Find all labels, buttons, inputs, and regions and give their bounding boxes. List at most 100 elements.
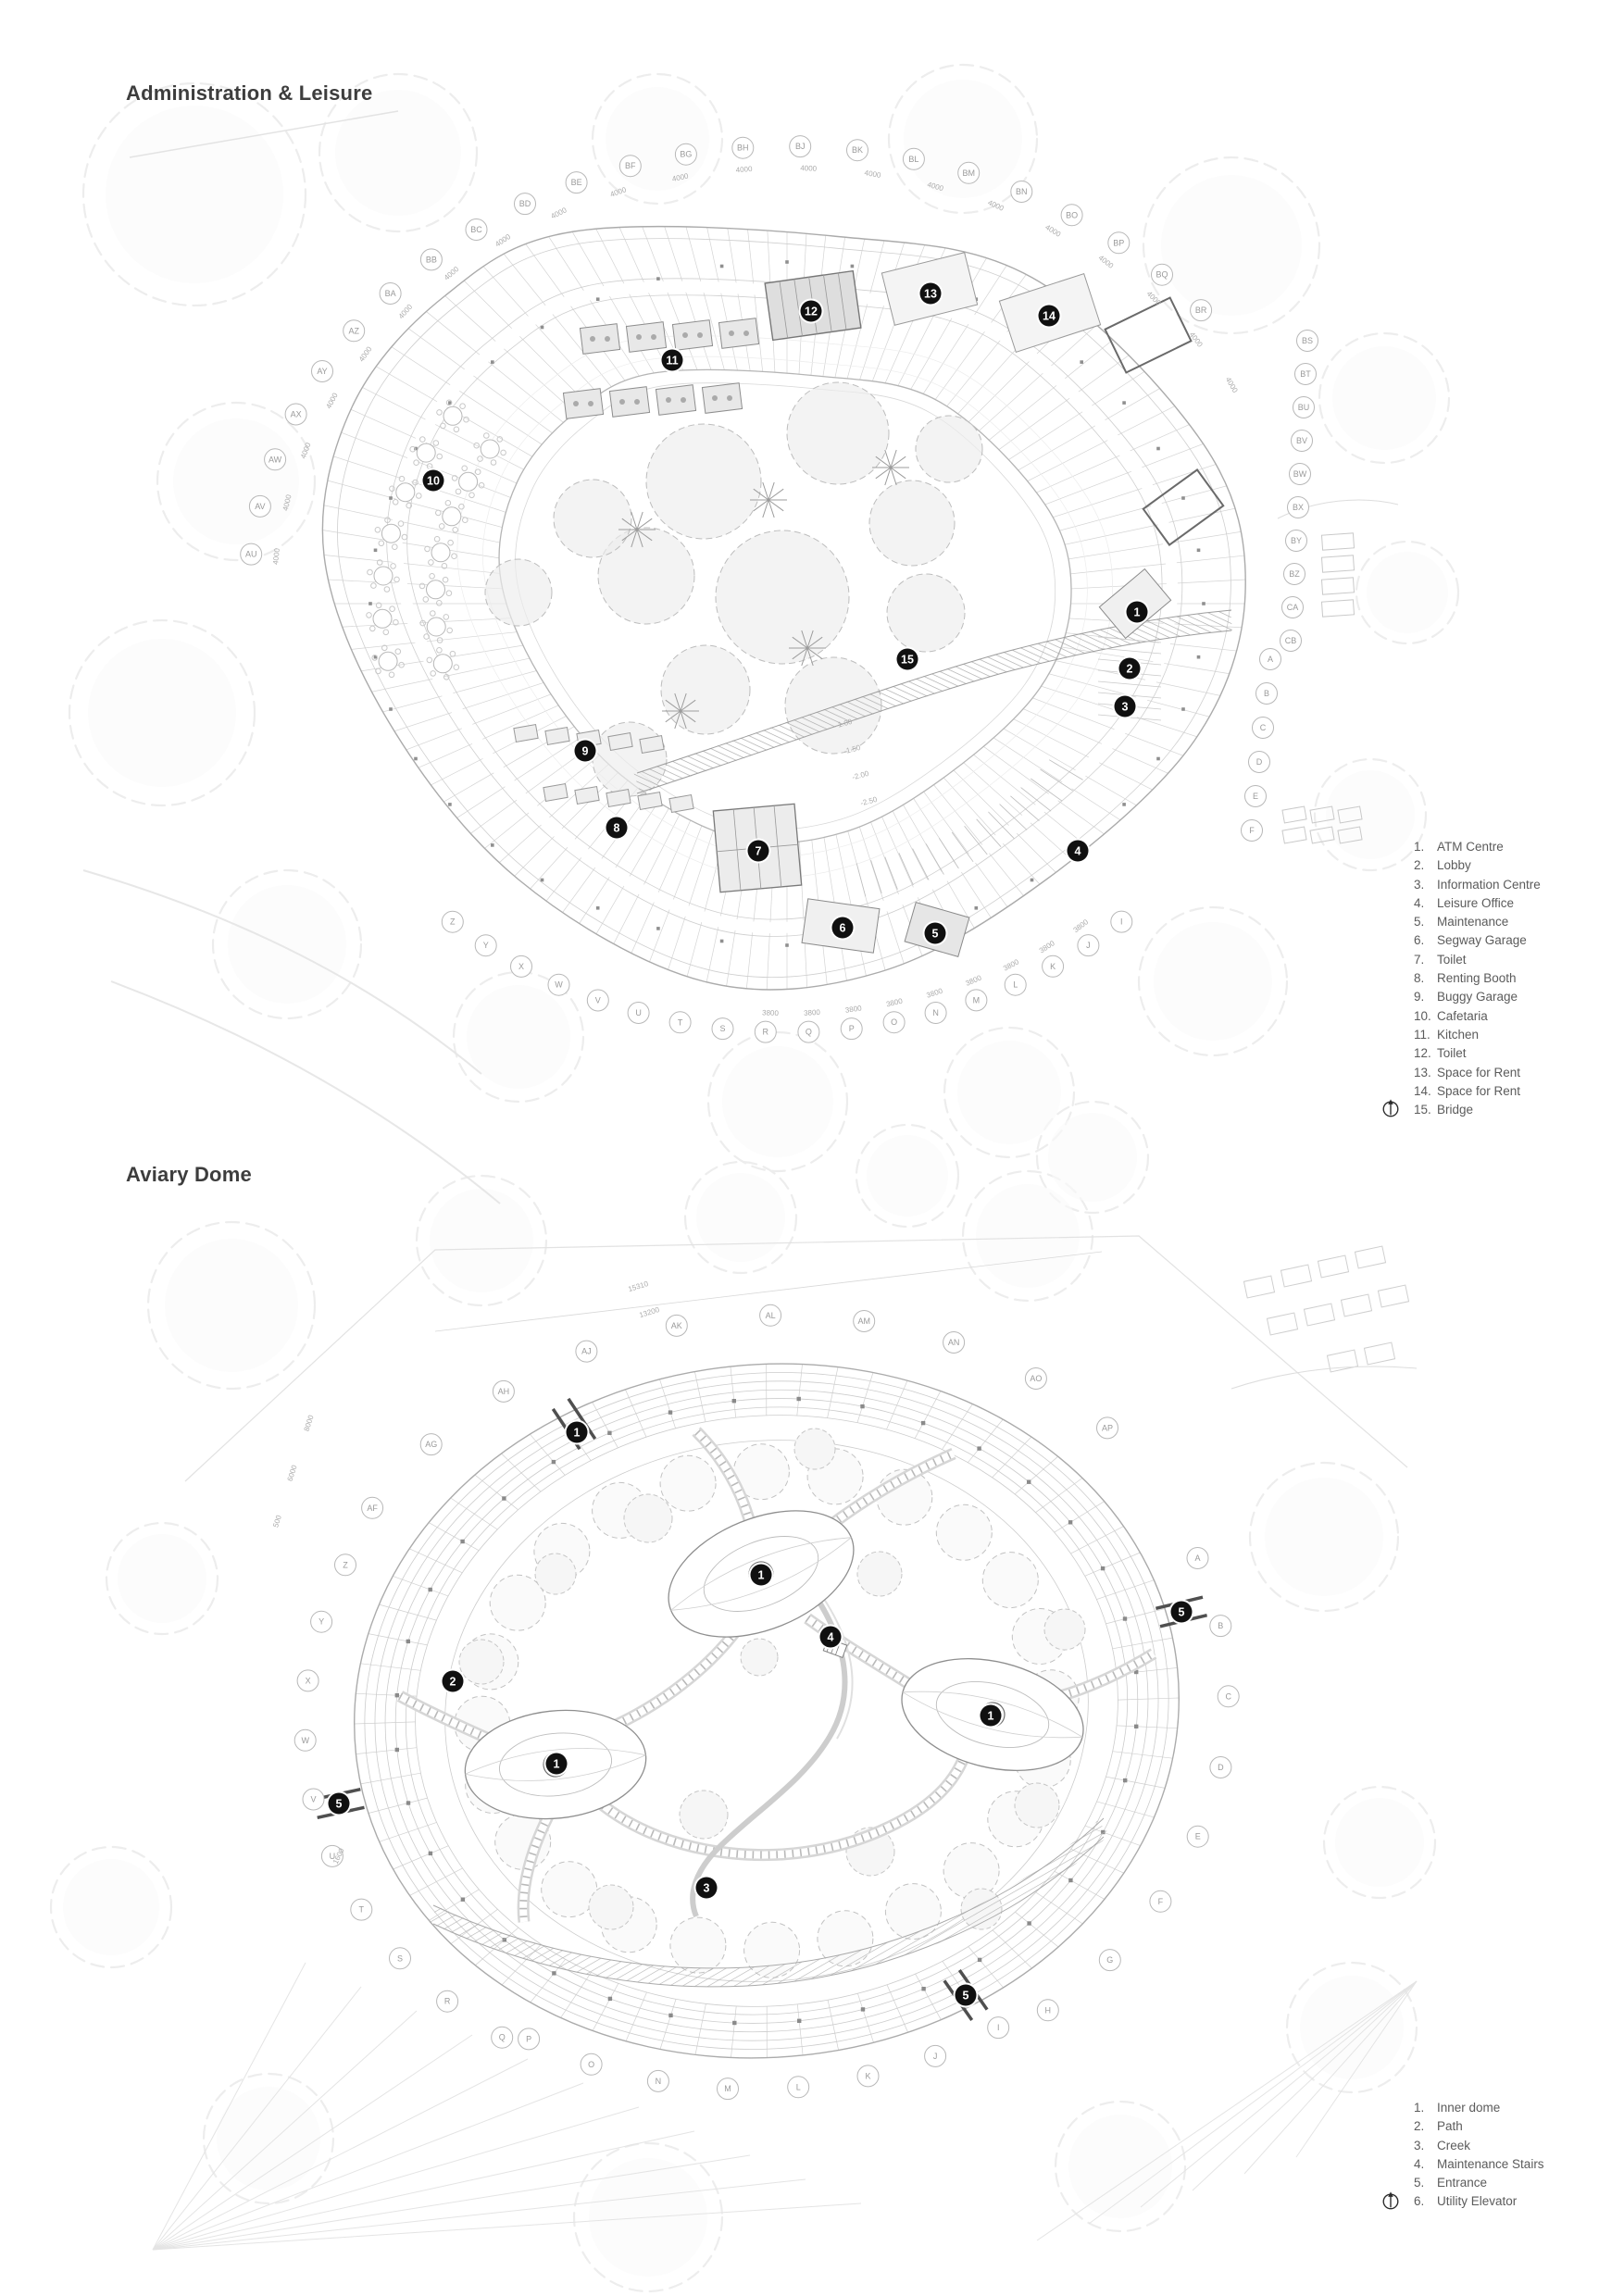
svg-text:BW: BW xyxy=(1293,469,1307,479)
legend-item: 11.Kitchen xyxy=(1414,1026,1541,1044)
legend-item-label: Inner dome xyxy=(1437,2101,1501,2115)
grid-bubble: D xyxy=(1248,751,1270,773)
svg-text:AU: AU xyxy=(245,550,257,559)
dimension-label: 3800 xyxy=(804,1008,821,1017)
svg-text:H: H xyxy=(1045,2005,1052,2015)
svg-text:AN: AN xyxy=(948,1338,960,1347)
legend-item-label: Path xyxy=(1437,2119,1463,2134)
legend-item: 4.Leisure Office xyxy=(1414,894,1541,913)
grid-bubble: R xyxy=(754,1020,777,1043)
plan-title-aviary-dome: Aviary Dome xyxy=(126,1163,252,1186)
dimension-label: 15310 xyxy=(627,1279,649,1293)
legend-item-number: 12. xyxy=(1414,1046,1431,1061)
grid-bubble: F xyxy=(1149,1890,1172,1913)
grid-bubble: BZ xyxy=(1283,563,1305,585)
grid-bubble: BE xyxy=(565,171,588,194)
grid-bubble: K xyxy=(856,2065,880,2088)
grid-bubble: X xyxy=(510,955,532,978)
grid-bubble: BY xyxy=(1285,530,1307,552)
grid-bubble: P xyxy=(518,2028,541,2051)
legend-item-number: 6. xyxy=(1414,2194,1425,2209)
legend-item: 1.ATM Centre xyxy=(1414,838,1541,856)
legend-item-label: Segway Garage xyxy=(1437,933,1527,948)
grid-bubble: BQ xyxy=(1151,263,1173,286)
dimension-label: 4000 xyxy=(735,165,753,175)
legend-item: 4.Maintenance Stairs xyxy=(1414,2155,1544,2174)
svg-text:N: N xyxy=(932,1008,939,1017)
svg-text:P: P xyxy=(526,2034,531,2043)
svg-text:V: V xyxy=(310,1795,316,1804)
svg-text:Q: Q xyxy=(499,2033,506,2042)
legend-item-number: 6. xyxy=(1414,933,1425,948)
dimension-label: 4000 xyxy=(493,232,512,249)
grid-bubble: W xyxy=(294,1728,317,1752)
legend-item-number: 2. xyxy=(1414,858,1425,873)
grid-bubble: BA xyxy=(379,282,402,305)
grid-bubble: M xyxy=(717,2078,739,2101)
svg-text:BA: BA xyxy=(385,289,396,298)
dimension-label: 500 xyxy=(271,1514,283,1529)
grid-bubble: AV xyxy=(248,494,271,518)
svg-text:B: B xyxy=(1218,1621,1223,1630)
svg-text:BX: BX xyxy=(1293,503,1304,512)
grid-bubble: AW xyxy=(264,448,287,471)
svg-text:BY: BY xyxy=(1291,536,1302,545)
svg-text:CB: CB xyxy=(1285,636,1297,645)
svg-text:B: B xyxy=(1264,689,1269,698)
grid-bubble: J xyxy=(1077,934,1100,957)
dimension-label: 3800 xyxy=(1038,939,1056,955)
legend-item-label: Kitchen xyxy=(1437,1027,1480,1042)
grid-bubble: BB xyxy=(419,248,443,271)
grid-bubble: BV xyxy=(1291,430,1313,452)
grid-bubble: U xyxy=(627,1002,650,1024)
svg-text:C: C xyxy=(1225,1691,1231,1701)
svg-text:BZ: BZ xyxy=(1289,569,1300,579)
svg-text:AM: AM xyxy=(857,1316,870,1326)
grid-bubble: AZ xyxy=(343,319,366,343)
legend-item-number: 1. xyxy=(1414,840,1425,854)
svg-text:AF: AF xyxy=(367,1504,378,1513)
dimension-label: 4000 xyxy=(1097,254,1116,270)
dimension-label: 3800 xyxy=(885,997,904,1009)
dimension-label: 4000 xyxy=(1043,223,1062,239)
grid-bubble: BL xyxy=(902,147,925,170)
svg-text:A: A xyxy=(1268,655,1273,664)
svg-text:S: S xyxy=(397,1953,403,1963)
legend-item-number: 13. xyxy=(1414,1065,1431,1079)
svg-text:BR: BR xyxy=(1195,306,1207,315)
svg-text:BS: BS xyxy=(1302,336,1313,345)
grid-bubble: O xyxy=(882,1011,906,1034)
svg-text:F: F xyxy=(1249,826,1255,835)
grid-bubble: Y xyxy=(310,1610,333,1633)
grid-bubble: T xyxy=(668,1011,692,1034)
grid-bubble: BK xyxy=(846,139,868,162)
legend-item-number: 3. xyxy=(1414,877,1425,892)
entrance-mark xyxy=(1155,1595,1208,1628)
dimension-label: 3800 xyxy=(1072,917,1091,934)
legend-item-number: 5. xyxy=(1414,915,1425,930)
grid-bubble: AX xyxy=(284,403,307,426)
grid-bubble: H xyxy=(1036,1999,1059,2022)
grid-bubble: O xyxy=(580,2053,603,2076)
grid-bubble: BG xyxy=(674,143,697,166)
svg-text:R: R xyxy=(763,1028,769,1037)
svg-text:AV: AV xyxy=(255,502,265,511)
svg-text:AY: AY xyxy=(317,367,327,376)
grid-bubble: BC xyxy=(465,218,488,241)
legend-item-label: Maintenance xyxy=(1437,915,1509,930)
svg-text:BD: BD xyxy=(519,199,531,208)
dimension-label: 3800 xyxy=(925,987,943,1000)
svg-text:X: X xyxy=(518,962,524,971)
svg-text:E: E xyxy=(1253,792,1258,801)
legend-item: 6.Utility Elevator xyxy=(1414,2192,1544,2211)
svg-text:U: U xyxy=(635,1008,642,1017)
grid-bubble: B xyxy=(1209,1615,1232,1638)
dimension-label: 4000 xyxy=(324,391,339,409)
svg-text:BF: BF xyxy=(625,161,636,170)
legend-item-number: 9. xyxy=(1414,990,1425,1004)
svg-text:U: U xyxy=(330,1852,336,1861)
svg-text:BG: BG xyxy=(680,150,692,159)
grid-bubble: J xyxy=(924,2044,947,2067)
